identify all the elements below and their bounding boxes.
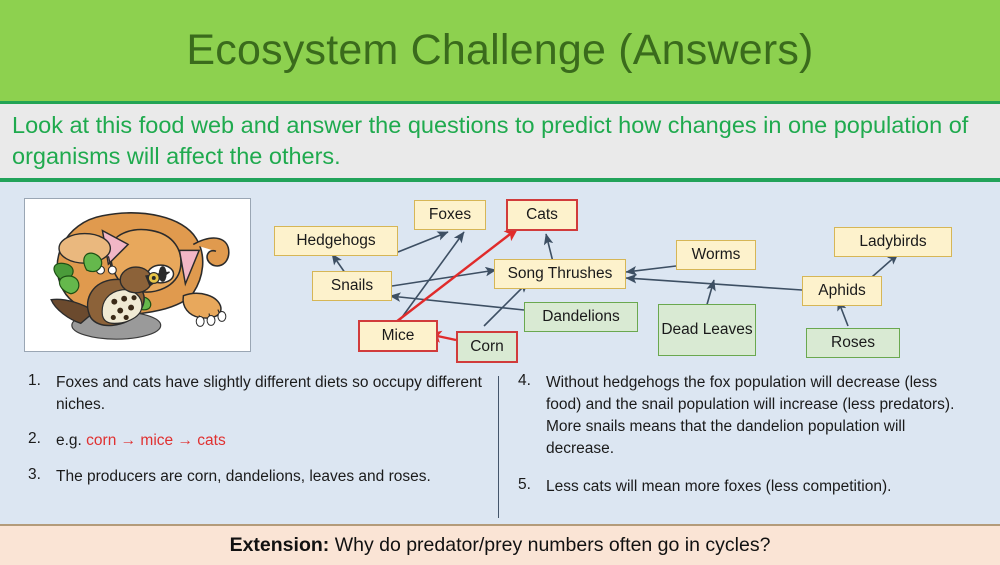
answer-number: 1. [28, 372, 41, 389]
column-divider [498, 376, 499, 518]
web-node-label: Mice [381, 327, 415, 345]
web-node-label: Dead Leaves [661, 321, 753, 339]
web-node-label: Corn [470, 338, 504, 356]
answer-item: 3. The producers are corn, dandelions, l… [28, 466, 488, 488]
subtitle-text: Look at this food web and answer the que… [12, 112, 969, 170]
answers-column-right: 4. Without hedgehogs the fox population … [518, 372, 973, 508]
page-title: Ecosystem Challenge (Answers) [186, 26, 814, 74]
web-node-roses[interactable]: Roses [806, 328, 900, 358]
extension-label: Extension: [229, 534, 330, 556]
answer-text: The producers are corn, dandelions, leav… [56, 468, 431, 485]
web-node-label: Hedgehogs [296, 232, 376, 250]
answer-number: 2. [28, 430, 41, 447]
web-node-aphids[interactable]: Aphids [802, 276, 882, 306]
web-node-label: Foxes [428, 206, 472, 224]
web-node-snails[interactable]: Snails [312, 271, 392, 301]
cat-with-thrush-illustration [25, 199, 250, 351]
extension-question: Why do predator/prey numbers often go in… [334, 534, 771, 556]
web-node-ladybirds[interactable]: Ladybirds [834, 227, 952, 257]
illustration-frame [24, 198, 251, 352]
answer-item: 1. Foxes and cats have slightly differen… [28, 372, 488, 416]
web-node-label: Aphids [818, 282, 866, 300]
web-node-dead-leaves[interactable]: Dead Leaves [658, 304, 756, 356]
web-node-worms[interactable]: Worms [676, 240, 756, 270]
extension-band: Extension: Why do predator/prey numbers … [0, 524, 1000, 565]
answer-text: Foxes and cats have slightly different d… [56, 374, 482, 413]
answer-text: Less cats will mean more foxes (less com… [546, 478, 892, 495]
subtitle-band: Look at this food web and answer the que… [0, 104, 1000, 182]
answer-food-chain: corn → mice → cats [86, 432, 226, 449]
answer-item: 4. Without hedgehogs the fox population … [518, 372, 973, 460]
extension-text: Extension: Why do predator/prey numbers … [230, 534, 771, 557]
web-node-label: Roses [831, 334, 875, 352]
answer-number: 3. [28, 466, 41, 483]
web-node-label: Cats [526, 206, 558, 224]
answer-number: 5. [518, 476, 531, 493]
web-node-dandelions[interactable]: Dandelions [524, 302, 638, 332]
answer-text: Without hedgehogs the fox population wil… [546, 374, 955, 457]
food-web-diagram: Hedgehogs Foxes Cats Snails Song Thrushe… [0, 186, 1000, 372]
web-node-mice[interactable]: Mice [358, 320, 438, 352]
answers-column-left: 1. Foxes and cats have slightly differen… [28, 372, 488, 498]
web-node-hedgehogs[interactable]: Hedgehogs [274, 226, 398, 256]
answer-number: 4. [518, 372, 531, 389]
answer-text: e.g. corn → mice → cats [56, 430, 226, 452]
web-node-label: Ladybirds [859, 233, 927, 251]
answer-prefix: e.g. [56, 432, 87, 449]
web-node-label: Dandelions [542, 308, 620, 326]
web-node-label: Snails [330, 277, 374, 295]
web-node-cats[interactable]: Cats [506, 199, 578, 231]
answer-item: 5. Less cats will mean more foxes (less … [518, 476, 973, 498]
answer-item: 2. e.g. corn → mice → cats [28, 430, 488, 452]
web-node-song-thrushes[interactable]: Song Thrushes [494, 259, 626, 289]
web-node-foxes[interactable]: Foxes [414, 200, 486, 230]
title-band: Ecosystem Challenge (Answers) [0, 0, 1000, 104]
web-node-corn[interactable]: Corn [456, 331, 518, 363]
web-node-label: Song Thrushes [507, 265, 613, 283]
web-node-label: Worms [691, 246, 741, 264]
answers-section: 1. Foxes and cats have slightly differen… [0, 372, 1000, 520]
